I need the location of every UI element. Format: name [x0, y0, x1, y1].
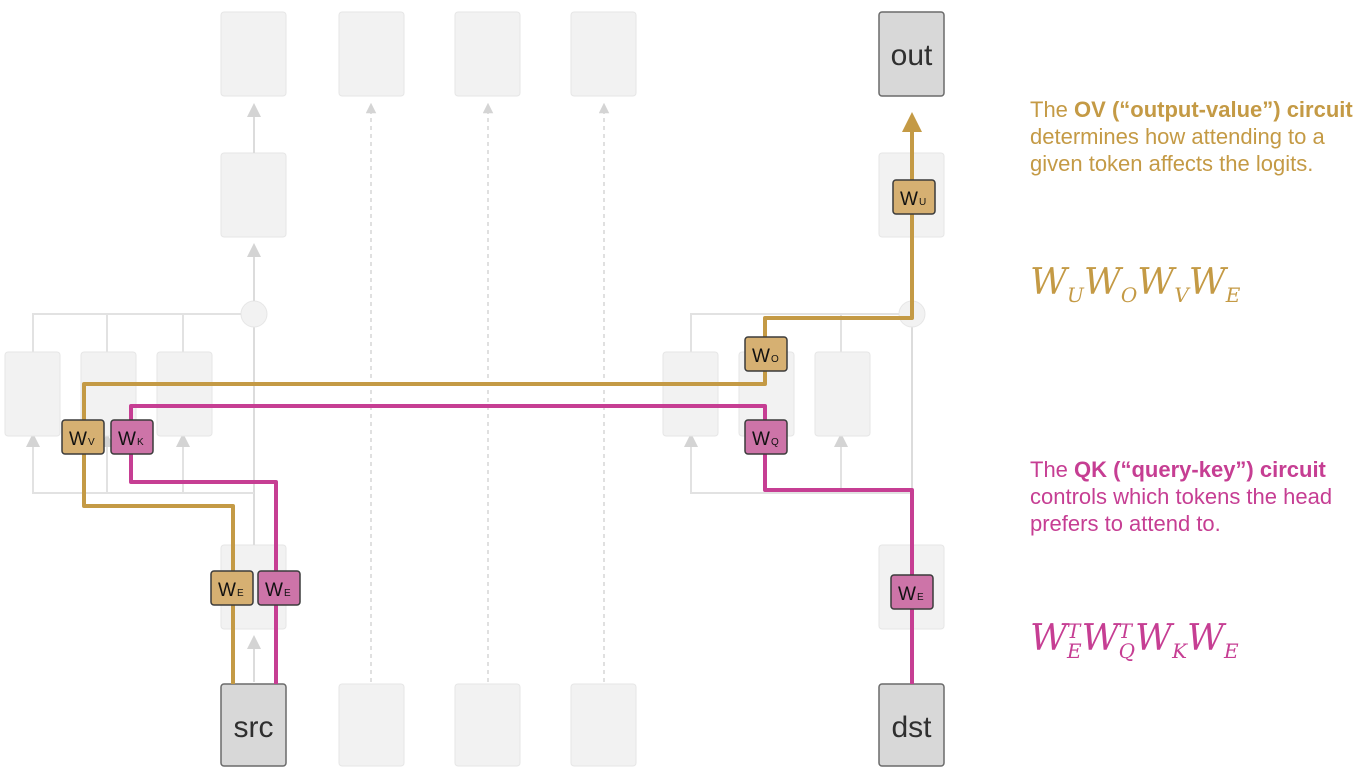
we-ov-badge[interactable]: WE — [210, 570, 254, 606]
wu-badge[interactable]: WU — [892, 179, 936, 215]
svg-text:WK: WK — [118, 429, 144, 450]
wk-badge[interactable]: WK — [110, 419, 154, 455]
token-out[interactable]: out — [878, 11, 945, 97]
ghost-bottom-box-1 — [338, 683, 405, 767]
svg-text:WE: WE — [265, 580, 291, 601]
ov-term-1: WU — [1030, 262, 1084, 308]
ov-description: The OV (“output-value”) circuit determin… — [1030, 96, 1353, 177]
qk-description: The QK (“query-key”) circuit controls wh… — [1030, 456, 1353, 537]
qk-term-4: WE — [1187, 618, 1239, 664]
svg-text:WU: WU — [900, 189, 926, 210]
out-label: out — [891, 39, 933, 72]
ghost-head-box-left-1 — [4, 351, 61, 437]
qk-path-src — [129, 404, 914, 684]
we-qk-src-badge[interactable]: WE — [257, 570, 301, 606]
circuit-diagram: src dst out WE WE WE WV WK WQ WO — [4, 11, 945, 767]
ghost-top-box-2 — [338, 11, 405, 97]
wv-badge[interactable]: WV — [61, 419, 105, 455]
ov-formula: WUWOWVWE — [1030, 262, 1240, 307]
ghost-top-box-3 — [454, 11, 521, 97]
qk-rest: controls which tokens the head prefers t… — [1030, 484, 1333, 536]
svg-text:WE: WE — [898, 584, 924, 605]
ov-term-3: WV — [1137, 262, 1189, 308]
ov-term-4: WE — [1188, 262, 1241, 308]
dst-label: dst — [891, 711, 932, 744]
ghost-head-box-left-3 — [156, 351, 213, 437]
ghost-head-box-right-1 — [662, 351, 719, 437]
ov-term-2: WO — [1083, 262, 1138, 308]
ghost-head-box-left-2 — [80, 351, 137, 437]
ov-prefix: The — [1030, 97, 1068, 122]
ghost-head-box-right-3 — [814, 351, 871, 437]
ov-rest: determines how attending to a given toke… — [1030, 124, 1325, 176]
token-dst[interactable]: dst — [878, 683, 945, 767]
svg-text:WO: WO — [752, 346, 779, 367]
ghost-bottom-box-3 — [570, 683, 637, 767]
ghost-top-box-1 — [220, 11, 287, 97]
qk-name: QK (“query-key”) circuit — [1074, 457, 1326, 482]
ghost-top-box-4 — [570, 11, 637, 97]
ov-name: OV (“output-value”) circuit — [1074, 97, 1353, 122]
ghost-mid-box-left — [220, 152, 287, 238]
qk-term-3: WK — [1135, 618, 1188, 664]
qk-prefix: The — [1030, 457, 1068, 482]
ghost-structure — [4, 11, 945, 767]
wq-badge[interactable]: WQ — [744, 419, 788, 455]
src-label: src — [234, 711, 274, 744]
ghost-bottom-box-2 — [454, 683, 521, 767]
token-src[interactable]: src — [220, 683, 287, 767]
svg-text:WQ: WQ — [752, 429, 779, 450]
svg-text:WV: WV — [69, 429, 95, 450]
svg-text:WE: WE — [218, 580, 244, 601]
ghost-add-node-left — [240, 300, 268, 328]
ov-path — [82, 112, 922, 684]
wo-badge[interactable]: WO — [744, 336, 788, 372]
we-qk-dst-badge[interactable]: WE — [890, 574, 934, 610]
